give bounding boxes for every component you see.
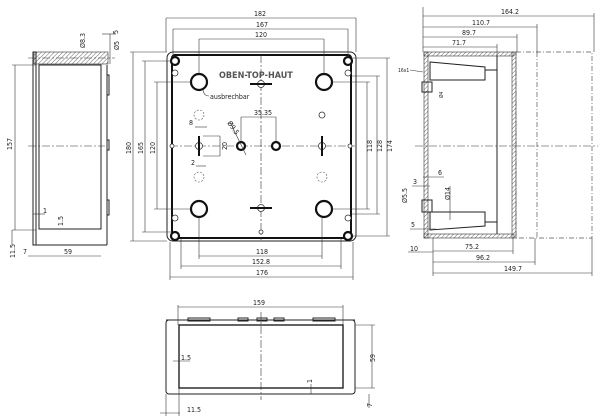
- dim-1: 1: [43, 207, 47, 215]
- dim-157: 157: [6, 138, 14, 150]
- knockouts: [169, 80, 353, 235]
- dim-d5-5: Ø5.5: [401, 188, 409, 203]
- dim-176: 176: [256, 269, 268, 277]
- body-outline-plan: [165, 319, 356, 395]
- dim-d4: Ø4: [438, 91, 445, 98]
- lid-wall: [32, 51, 37, 246]
- side-section-view: 164.2 110.7 89.7 71.7 16x1 Ø4 6 3 Ø5.5 Ø…: [398, 7, 598, 276]
- dim-1-5: 1.5: [57, 216, 65, 226]
- dim-1-plan: 1: [306, 379, 314, 383]
- dim-1-5-plan: 1.5: [181, 354, 191, 362]
- dim-152-8: 152.8: [252, 258, 270, 266]
- dim-5: 5: [112, 30, 120, 34]
- dim-7-plan: 7: [366, 403, 374, 407]
- dim-3: 3: [413, 178, 417, 186]
- dim-159: 159: [253, 299, 265, 307]
- front-view: OBEN-TOP-HAUT ausbrechbar 182 167 120 18…: [125, 10, 394, 280]
- dim-5-side: 5: [411, 221, 415, 229]
- dim-d9-5: Ø9.5: [225, 120, 240, 137]
- dim-59: 59: [64, 248, 72, 256]
- dim-8: 8: [189, 119, 193, 127]
- lid-outline: [166, 51, 357, 242]
- top-plan-view: 159 1.5 1 59 7 11.5: [160, 299, 377, 416]
- dim-10: 10: [410, 245, 418, 253]
- left-side-view: 157 Ø8.3 Ø5 5 1 1.5 11.5 7 59: [6, 30, 121, 258]
- label-16x1: 16x1: [398, 68, 409, 74]
- dim-7: 7: [23, 248, 27, 256]
- dim-2: 2: [191, 159, 195, 167]
- dim-182: 182: [254, 10, 266, 18]
- dim-164-2: 164.2: [501, 8, 519, 16]
- dim-d5: Ø5: [113, 41, 121, 50]
- dim-149-7: 149.7: [504, 265, 522, 273]
- note-ausbrechbar: ausbrechbar: [210, 93, 250, 101]
- corner-screws: [169, 55, 354, 242]
- dim-128: 128: [376, 140, 384, 152]
- dim-180: 180: [125, 142, 133, 154]
- dim-118-v: 118: [366, 140, 374, 152]
- dim-d8-3: Ø8.3: [79, 33, 87, 48]
- dim-120-v: 120: [149, 142, 157, 154]
- dim-75-2: 75.2: [465, 243, 479, 251]
- body-outline: [38, 64, 102, 230]
- dim-35-35: 35.35: [254, 109, 272, 117]
- dim-118-h: 118: [256, 248, 268, 256]
- dim-165: 165: [137, 142, 145, 154]
- dim-d14: Ø14: [444, 187, 452, 200]
- dim-174: 174: [386, 140, 394, 152]
- dim-167: 167: [256, 21, 268, 29]
- dim-110-7: 110.7: [472, 19, 490, 27]
- dim-89-7: 89.7: [462, 29, 476, 37]
- dim-6: 6: [438, 169, 442, 177]
- dim-20: 20: [221, 142, 229, 150]
- dim-59-plan: 59: [369, 354, 377, 362]
- dim-11-5-plan: 11.5: [187, 406, 201, 414]
- dim-96-2: 96.2: [476, 254, 490, 262]
- lid-label: OBEN-TOP-HAUT: [219, 71, 293, 81]
- dim-120: 120: [255, 31, 267, 39]
- dim-71-7: 71.7: [452, 39, 466, 47]
- dim-11-5: 11.5: [9, 244, 17, 258]
